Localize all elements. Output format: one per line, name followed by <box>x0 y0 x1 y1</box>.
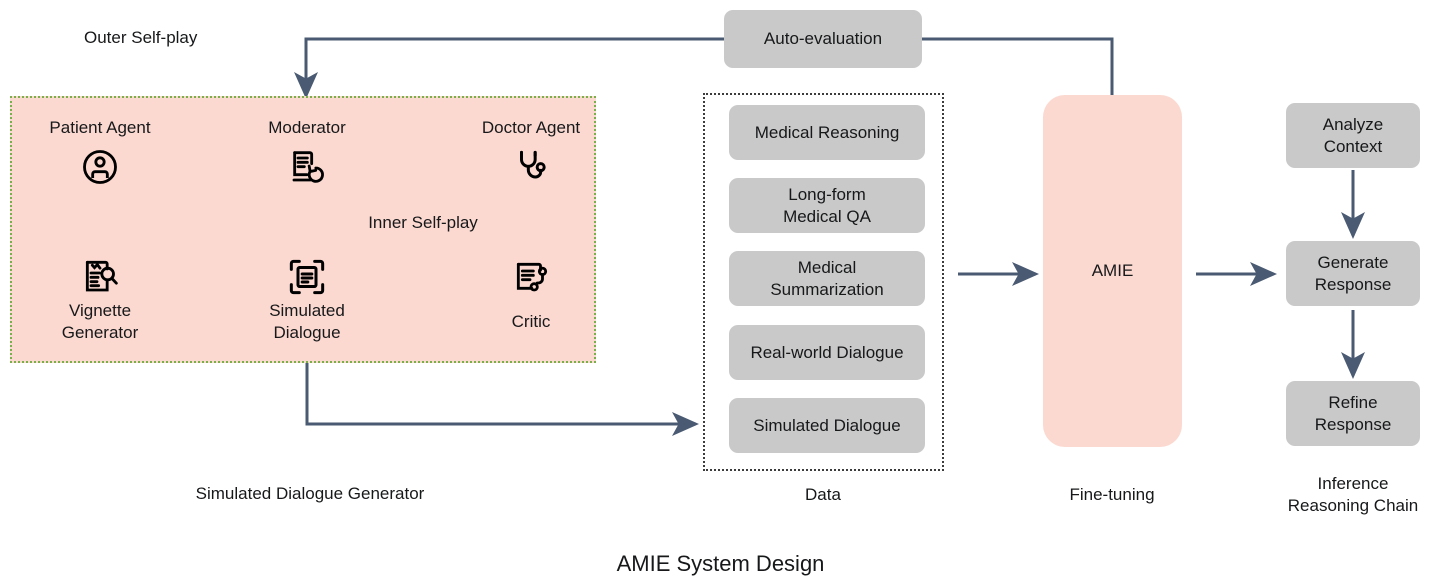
outer-self-play-label: Outer Self-play <box>84 28 198 47</box>
figure-caption: AMIE System Design <box>616 551 825 576</box>
outer-selfplay-connector-right <box>921 37 1114 95</box>
stethoscope-icon <box>509 145 553 189</box>
inner-self-play-label: Inner Self-play <box>368 213 478 232</box>
patient-agent-label: Patient Agent <box>49 118 151 137</box>
data-item-long-form-medical-qa[interactable]: Long-form Medical QA <box>729 178 925 233</box>
vignette-generator-label: Vignette Generator <box>61 301 139 342</box>
outer-selfplay-connector-left <box>294 37 724 99</box>
doctor-agent-label: Doctor Agent <box>481 118 581 137</box>
document-branch-icon <box>509 255 553 299</box>
data-item-real-world-dialogue[interactable]: Real-world Dialogue <box>729 325 925 380</box>
arrow-simdialogue-to-data <box>305 363 699 436</box>
account-circle-icon <box>78 145 122 189</box>
inference-reasoning-chain-caption: Inference Reasoning Chain <box>1287 474 1419 515</box>
data-item-medical-reasoning[interactable]: Medical Reasoning <box>729 105 925 160</box>
document-search-icon <box>78 255 122 299</box>
critic-label: Critic <box>511 312 551 331</box>
data-item-medical-summarization[interactable]: Medical Summarization <box>729 251 925 306</box>
inference-step-generate-response[interactable]: Generate Response <box>1286 241 1420 306</box>
document-scan-icon <box>285 255 329 299</box>
amie-model-node[interactable]: AMIE <box>1043 95 1182 447</box>
data-group-caption: Data <box>805 485 841 504</box>
inference-step-refine-response[interactable]: Refine Response <box>1286 381 1420 446</box>
inference-step-analyze-context[interactable]: Analyze Context <box>1286 103 1420 168</box>
simulated-dialogue-label: Simulated Dialogue <box>269 301 345 342</box>
document-refresh-icon <box>285 145 329 189</box>
data-item-simulated-dialogue[interactable]: Simulated Dialogue <box>729 398 925 453</box>
simulated-dialogue-generator-group <box>10 96 596 363</box>
simulated-dialogue-generator-caption: Simulated Dialogue Generator <box>195 484 425 503</box>
data-group <box>703 93 944 471</box>
fine-tuning-caption: Fine-tuning <box>1069 485 1155 504</box>
moderator-label: Moderator <box>268 118 346 137</box>
auto-evaluation-node[interactable]: Auto-evaluation <box>724 10 922 68</box>
